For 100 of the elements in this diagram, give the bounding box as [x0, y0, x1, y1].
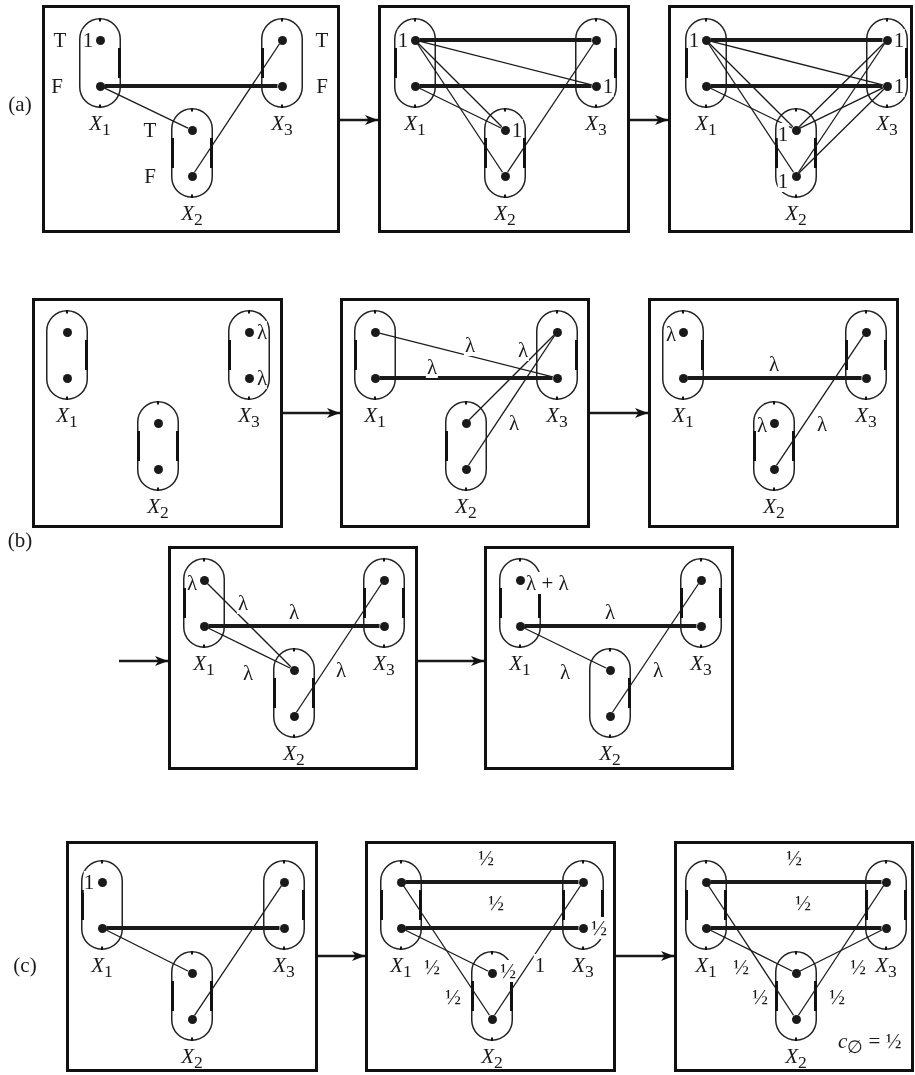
- arrow: [418, 656, 484, 666]
- variable-label: X$_{1}$: [193, 651, 215, 679]
- dot-label: 1: [777, 123, 789, 145]
- dot: [187, 125, 197, 135]
- connector-line: [775, 335, 865, 466]
- variable-label: X$_{2}$: [181, 1044, 203, 1072]
- connector-line: [798, 42, 885, 128]
- connector-line: [710, 38, 883, 42]
- variable-label: X$_{2}$: [147, 494, 169, 522]
- connector-line: [193, 43, 281, 173]
- connector-line: [207, 627, 291, 669]
- variable-label: X$_{1}$: [509, 651, 531, 679]
- variable-label: X$_{1}$: [89, 111, 111, 139]
- edge-label: λ: [425, 356, 439, 378]
- dot: [379, 575, 389, 585]
- connector-line: [416, 43, 504, 173]
- dot-label: λ: [256, 367, 268, 389]
- dot: [552, 327, 562, 337]
- variable-label: X$_{3}$: [271, 111, 293, 139]
- variable-label: X$_{3}$: [238, 403, 260, 431]
- connector-line: [419, 38, 592, 42]
- connector-line: [104, 84, 278, 88]
- connector-line: [417, 42, 503, 128]
- variable-label: X$_{3}$: [585, 111, 607, 139]
- variable-label: X$_{1}$: [672, 403, 694, 431]
- variable-label: X$_{3}$: [373, 651, 395, 679]
- dot-label: 1: [83, 871, 95, 893]
- dot: [95, 81, 105, 91]
- panel-box: [32, 298, 283, 528]
- variable-label: X$_{1}$: [404, 111, 426, 139]
- connector-line: [709, 929, 793, 972]
- dot: [279, 923, 289, 933]
- dot: [244, 373, 254, 383]
- dot: [701, 81, 711, 91]
- arrow: [283, 408, 340, 418]
- arrow: [590, 408, 648, 418]
- dot: [379, 621, 389, 631]
- connector-line: [797, 43, 886, 173]
- variable-label: X$_{2}$: [494, 201, 516, 229]
- connector-line: [467, 335, 556, 466]
- connector-line: [710, 880, 882, 884]
- dot: [461, 418, 471, 428]
- variable-label: X$_{1}$: [390, 953, 412, 981]
- dot: [591, 81, 601, 91]
- dot: [882, 35, 892, 45]
- dot: [487, 968, 497, 978]
- connector-line: [103, 87, 189, 129]
- dot: [769, 464, 779, 474]
- dot: [701, 877, 711, 887]
- connector-line: [106, 926, 280, 930]
- dot: [791, 968, 801, 978]
- variable-label: X$_{2}$: [283, 741, 305, 769]
- dot: [153, 418, 163, 428]
- dot: [515, 575, 525, 585]
- dot: [487, 1014, 497, 1024]
- connector-line: [798, 88, 885, 174]
- panel-label: (b): [7, 529, 33, 551]
- dot: [410, 81, 420, 91]
- dot: [578, 923, 588, 933]
- variable-label: X$_{3}$: [572, 953, 594, 981]
- dot: [678, 327, 688, 337]
- dot: [696, 575, 706, 585]
- dot: [769, 418, 779, 428]
- dot: [500, 171, 510, 181]
- variable-label: X$_{1}$: [364, 403, 386, 431]
- variable-label: X$_{3}$: [546, 403, 568, 431]
- variable-label: X$_{3}$: [875, 953, 897, 981]
- dot: [370, 327, 380, 337]
- connector-line: [206, 582, 292, 668]
- dot: [791, 171, 801, 181]
- dot: [396, 877, 406, 887]
- connector-line: [708, 42, 794, 128]
- connector-line: [418, 87, 502, 129]
- connector-line: [523, 627, 607, 669]
- dot: [701, 35, 711, 45]
- arrow: [340, 115, 378, 125]
- dot: [279, 877, 289, 887]
- dot: [515, 621, 525, 631]
- dot: [678, 373, 688, 383]
- dot: [605, 665, 615, 675]
- connector-line: [797, 885, 885, 1016]
- dot: [289, 665, 299, 675]
- arrow: [119, 656, 168, 666]
- connector-line: [468, 334, 555, 421]
- dot: [881, 877, 891, 887]
- variable-label: X$_{3}$: [690, 651, 712, 679]
- dot: [289, 711, 299, 721]
- variable-label: X$_{2}$: [181, 201, 203, 229]
- variable-label: X$_{1}$: [91, 953, 113, 981]
- arrow: [616, 951, 674, 961]
- dot: [552, 373, 562, 383]
- dot: [153, 464, 163, 474]
- dot: [605, 711, 615, 721]
- variable-label: X$_{3}$: [855, 403, 877, 431]
- connector-line: [404, 929, 489, 972]
- arrow: [630, 115, 668, 125]
- dot: [277, 81, 287, 91]
- variable-label: X$_{3}$: [273, 953, 295, 981]
- dot: [696, 621, 706, 631]
- dot: [62, 327, 72, 337]
